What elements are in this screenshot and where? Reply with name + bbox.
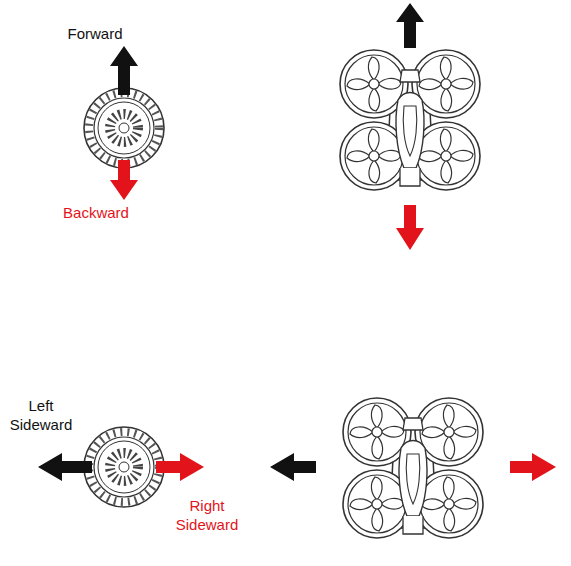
direction-label: Right Sideward — [166, 496, 248, 534]
direction-label: Backward — [48, 203, 144, 222]
direction-label: Left Sideward — [4, 396, 78, 434]
direction-label: Forward — [50, 24, 140, 43]
